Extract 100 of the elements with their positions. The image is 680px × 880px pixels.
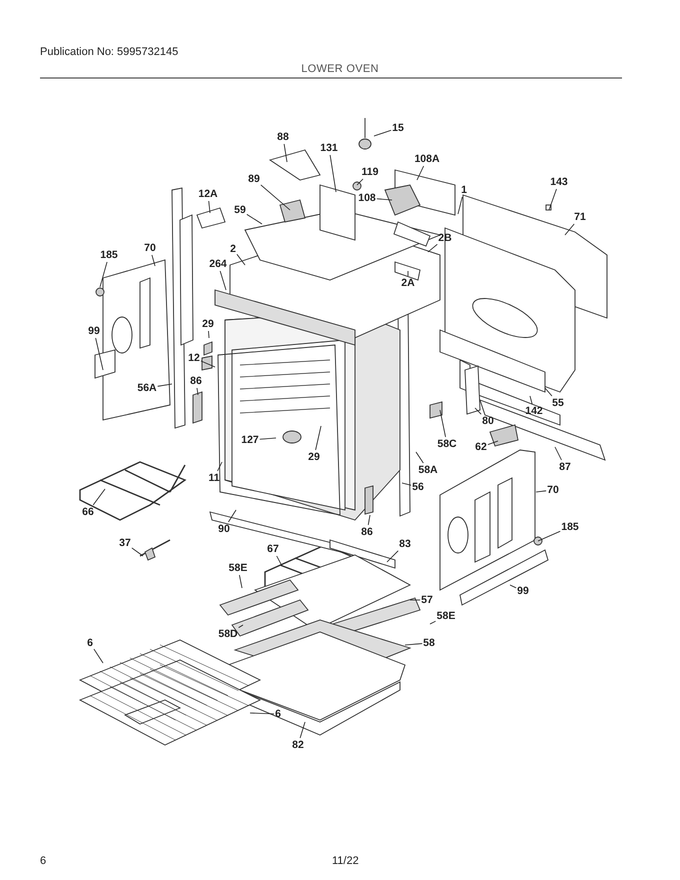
callout-number: 57 bbox=[421, 594, 433, 606]
leader-line bbox=[536, 490, 547, 492]
callout-number: 58C bbox=[437, 438, 457, 450]
leader-line bbox=[228, 510, 236, 522]
leader-line bbox=[554, 446, 562, 460]
callout-number: 2 bbox=[230, 243, 236, 255]
leader-line bbox=[356, 178, 364, 186]
leader-line bbox=[217, 462, 222, 472]
callout-number: 71 bbox=[574, 211, 586, 223]
callout-number: 6 bbox=[87, 637, 93, 649]
leader-line bbox=[208, 330, 210, 338]
publication-number: Publication No: 5995732145 bbox=[40, 46, 178, 58]
leader-line bbox=[92, 488, 106, 506]
leader-line bbox=[548, 188, 557, 210]
callout-number: 58E bbox=[228, 562, 248, 574]
leader-line bbox=[368, 514, 370, 526]
callout-number: 80 bbox=[482, 415, 494, 427]
leader-line bbox=[196, 388, 198, 396]
callout-number: 108 bbox=[358, 192, 376, 204]
page-number: 6 bbox=[40, 855, 46, 867]
leader-line bbox=[250, 712, 274, 714]
leader-line bbox=[100, 262, 108, 288]
leader-line bbox=[95, 338, 104, 370]
leader-line bbox=[458, 196, 463, 214]
leader-line bbox=[300, 722, 306, 738]
callout-number: 86 bbox=[190, 375, 202, 387]
leader-line bbox=[374, 130, 392, 136]
callout-number: 185 bbox=[100, 249, 118, 261]
callout-number: 143 bbox=[550, 176, 568, 188]
leader-line bbox=[564, 224, 575, 236]
leader-line bbox=[544, 388, 552, 396]
callout-number: 89 bbox=[248, 173, 260, 185]
leader-line bbox=[386, 550, 399, 562]
callout-number: 82 bbox=[292, 739, 304, 751]
callout-number: 37 bbox=[119, 537, 131, 549]
leader-line bbox=[430, 620, 436, 624]
callout-number: 83 bbox=[399, 538, 411, 550]
leader-line bbox=[474, 408, 482, 415]
callout-number: 70 bbox=[144, 242, 156, 254]
leader-line bbox=[330, 154, 336, 192]
callout-number: 11 bbox=[208, 472, 220, 484]
callout-number: 70 bbox=[547, 484, 559, 496]
callout-number: 90 bbox=[218, 523, 230, 535]
callout-number: 185 bbox=[561, 521, 579, 533]
callout-number: 55 bbox=[552, 397, 564, 409]
callout-number: 56A bbox=[137, 382, 157, 394]
leader-line bbox=[220, 270, 226, 290]
date-code: 11/22 bbox=[332, 855, 359, 867]
leader-line bbox=[315, 426, 322, 450]
leader-line bbox=[246, 214, 262, 224]
callout-number: 264 bbox=[209, 258, 227, 270]
callout-number: 1 bbox=[461, 184, 467, 196]
callout-number: 108A bbox=[414, 153, 440, 165]
leader-line bbox=[259, 438, 276, 440]
callout-number: 29 bbox=[202, 318, 214, 330]
leader-line bbox=[238, 624, 244, 628]
section-title: LOWER OVEN bbox=[300, 63, 380, 75]
callout-number: 12A bbox=[198, 188, 218, 200]
leader-line bbox=[404, 643, 423, 646]
leader-line bbox=[376, 198, 392, 200]
callout-number: 127 bbox=[241, 434, 259, 446]
leader-line bbox=[416, 452, 424, 464]
callout-number: 58D bbox=[218, 628, 238, 640]
leader-line bbox=[94, 648, 104, 664]
leader-line bbox=[440, 410, 446, 438]
leader-line bbox=[402, 482, 412, 486]
callout-number: 59 bbox=[234, 204, 246, 216]
callout-number: 6 bbox=[275, 708, 281, 720]
callout-number: 58 bbox=[423, 637, 435, 649]
leader-line bbox=[284, 144, 288, 162]
leader-line bbox=[276, 556, 282, 566]
callout-number: 131 bbox=[320, 142, 338, 154]
leader-line bbox=[200, 360, 216, 368]
callout-number: 2A bbox=[401, 277, 415, 289]
callout-number: 99 bbox=[88, 325, 100, 337]
leader-line bbox=[510, 584, 517, 588]
callout-number: 58E bbox=[436, 610, 456, 622]
callout-number: 88 bbox=[277, 131, 289, 143]
callout-number: 67 bbox=[267, 543, 279, 555]
callout-number: 86 bbox=[361, 526, 373, 538]
callout-number: 62 bbox=[475, 441, 487, 453]
leader-line bbox=[260, 184, 290, 210]
leader-line bbox=[538, 530, 561, 542]
callout-number: 15 bbox=[392, 122, 404, 134]
leader-line bbox=[487, 440, 498, 445]
leader-line bbox=[208, 200, 210, 214]
leader-line bbox=[157, 384, 172, 387]
leader-line bbox=[239, 574, 242, 588]
leader-line bbox=[131, 548, 144, 556]
callout-number: 12 bbox=[188, 352, 200, 364]
leader-line bbox=[416, 166, 424, 180]
callout-number: 58A bbox=[418, 464, 438, 476]
callout-number: 87 bbox=[559, 461, 571, 473]
leader-line bbox=[428, 244, 438, 252]
callout-number: 56 bbox=[412, 481, 424, 493]
leader-line bbox=[530, 396, 533, 404]
leader-line bbox=[152, 254, 156, 266]
leader-line bbox=[236, 254, 246, 266]
callout-number: 99 bbox=[517, 585, 529, 597]
callout-number: 142 bbox=[525, 405, 543, 417]
